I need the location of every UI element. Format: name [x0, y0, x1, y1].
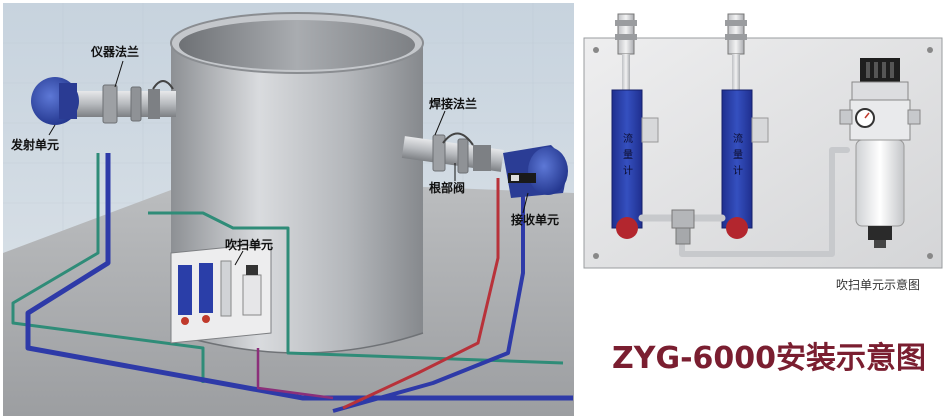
- receiver-unit: [503, 145, 568, 198]
- top-fitting-right: [725, 13, 747, 92]
- magenta-cable: [256, 348, 334, 400]
- green-cable-mid: [148, 211, 564, 365]
- label-purge-unit: 吹扫单元: [225, 237, 273, 252]
- purge-unit-box: [170, 242, 272, 344]
- schematic-caption: 吹扫单元示意图: [836, 278, 921, 292]
- flowmeter-right-char-2: 量: [733, 149, 743, 161]
- page-title: ZYG-6000安装示意图: [612, 341, 927, 376]
- filter-regulator: [839, 58, 921, 248]
- tee-fitting: [671, 209, 695, 245]
- flowmeter-right-char-3: 计: [733, 164, 743, 177]
- leader-lines: [48, 60, 529, 266]
- label-welded-flange: 焊接法兰: [429, 96, 477, 111]
- flowmeter-left-char-2: 量: [623, 149, 633, 161]
- flowmeter-left-char-3: 计: [623, 164, 633, 177]
- flowmeter-right: 流 量 计: [721, 89, 769, 239]
- receiver-assembly: [401, 132, 568, 198]
- red-cable-right: [342, 178, 500, 410]
- signal-cables: [11, 153, 573, 413]
- label-transmitter-unit: 发射单元: [10, 137, 59, 152]
- blue-cable-right: [332, 193, 525, 413]
- purge-unit-schematic: 流 量 计 流 量 计: [582, 10, 946, 272]
- flowmeter-right-char-1: 流: [733, 132, 743, 145]
- green-cable-left: [11, 153, 205, 383]
- blue-cable-left: [25, 153, 573, 401]
- top-fitting-left: [615, 13, 637, 92]
- label-instrument-flange: 仪器法兰: [90, 44, 139, 59]
- label-receiver-unit: 接收单元: [511, 212, 559, 227]
- flowmeter-left-char-1: 流: [623, 132, 633, 145]
- transmitter-assembly: [31, 77, 176, 125]
- label-root-valve: 根部阀: [429, 180, 465, 195]
- installation-diagram: 仪器法兰 发射单元 焊接法兰 根部阀 接收单元 吹扫单元: [3, 3, 574, 416]
- flowmeter-left: 流 量 计: [611, 89, 659, 239]
